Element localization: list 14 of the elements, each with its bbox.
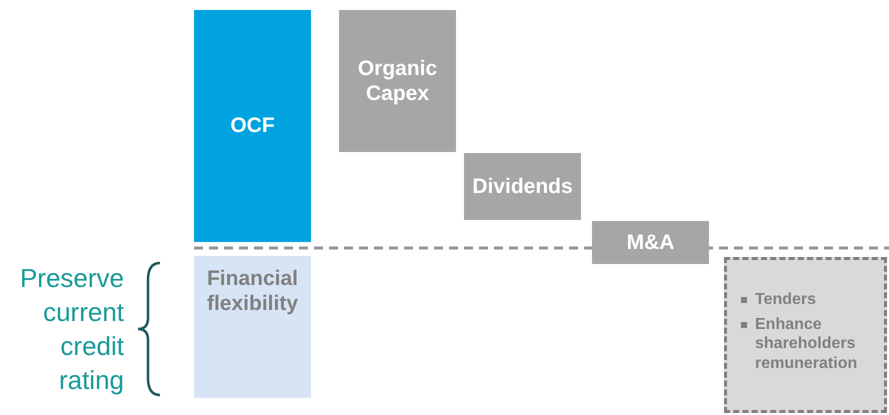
bar-label: Dividends [472,174,573,200]
bar [592,221,709,264]
bar [194,10,311,242]
side-note: Preserve current credit rating [18,262,124,397]
bar-label: OCF [230,113,275,139]
bar [464,153,581,220]
list-item: Enhance shareholders remuneration [755,315,858,373]
dashed-box [724,257,887,413]
list-item: Tenders [755,290,816,310]
bar-label: Organic Capex [356,56,438,106]
bar-label: Financial flexibility [206,266,300,316]
bar [194,256,311,398]
bar [339,10,456,152]
bar-label: M&A [626,230,674,256]
